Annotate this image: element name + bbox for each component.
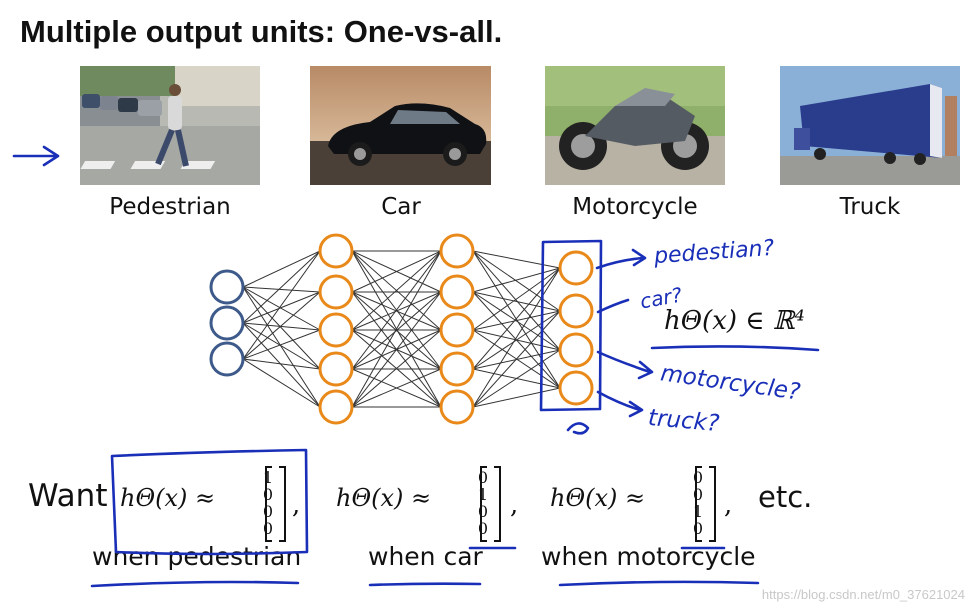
hidden-unit	[439, 274, 475, 310]
watermark: https://blog.csdn.net/m0_37621024	[761, 587, 965, 602]
hidden-unit	[439, 312, 475, 348]
network-edge	[242, 358, 321, 370]
vector-motorcycle: 0 0 1 0	[680, 466, 716, 542]
network-edge	[472, 267, 561, 370]
network-edge	[351, 329, 442, 408]
output-unit	[558, 332, 594, 368]
hidden-unit	[318, 312, 354, 348]
network-edge	[351, 250, 442, 408]
truck-photo	[780, 66, 960, 185]
hidden-unit	[439, 233, 475, 269]
network-edge	[242, 286, 321, 408]
network-edge	[472, 387, 561, 408]
network-edge	[242, 322, 321, 370]
vec2-v3: 0	[477, 519, 489, 538]
input-unit	[209, 305, 245, 341]
hidden-unit	[318, 233, 354, 269]
network-edge	[351, 250, 442, 331]
network-edge	[242, 291, 321, 360]
hyp-1: hΘ(x) ≈	[120, 484, 216, 512]
vec2-v1: 1	[477, 485, 489, 504]
when-motorcycle: when motorcycle	[541, 542, 756, 571]
network-edge	[242, 291, 321, 324]
network-edge	[351, 250, 442, 293]
vec3-v1: 0	[692, 485, 704, 504]
network-edge	[351, 250, 442, 370]
output-unit	[558, 250, 594, 286]
caption-pedestrian: Pedestrian	[109, 194, 231, 220]
network-edge	[242, 286, 321, 293]
hidden-unit	[318, 274, 354, 310]
comma-1: ,	[292, 490, 301, 520]
hidden-unit	[439, 389, 475, 425]
network-edge	[351, 368, 442, 408]
output-unit	[558, 293, 594, 329]
etc-label: etc.	[758, 480, 813, 514]
input-unit	[209, 341, 245, 377]
network-edge	[242, 358, 321, 408]
vec2-v2: 0	[477, 502, 489, 521]
comma-3: ,	[724, 490, 733, 520]
network-edge	[242, 250, 321, 324]
vec3-v2: 1	[692, 502, 704, 521]
output-unit	[558, 370, 594, 406]
hidden-unit	[318, 351, 354, 387]
hidden-unit	[439, 351, 475, 387]
slide-title: Multiple output units: One-vs-all.	[20, 14, 503, 49]
network-edge	[242, 250, 321, 360]
want-label: Want	[28, 478, 108, 514]
hyp-2: hΘ(x) ≈	[336, 484, 432, 512]
motorcycle-photo	[545, 66, 725, 185]
when-pedestrian: when pedestrian	[92, 542, 302, 571]
vector-car: 0 1 0 0	[465, 466, 501, 542]
network-edge	[242, 322, 321, 331]
hidden-unit	[318, 389, 354, 425]
network-edge	[242, 286, 321, 370]
caption-car: Car	[381, 194, 421, 220]
caption-truck: Truck	[839, 194, 901, 220]
network-edge	[351, 291, 442, 331]
network-edge	[242, 286, 321, 331]
caption-motorcycle: Motorcycle	[572, 194, 698, 220]
network-edge	[351, 291, 442, 408]
network-edge	[242, 322, 321, 408]
when-car: when car	[368, 542, 483, 571]
input-unit	[209, 269, 245, 305]
vector-pedestrian: 1 0 0 0	[250, 466, 286, 542]
vec2-v0: 0	[477, 468, 489, 487]
network-edge	[242, 250, 321, 288]
pedestrian-photo	[80, 66, 260, 185]
hypothesis-range: hΘ(x) ∈ ℝ⁴	[664, 306, 805, 336]
network-edge	[351, 291, 442, 370]
network-edge	[242, 329, 321, 360]
comma-2: ,	[510, 490, 519, 520]
network-edges	[242, 250, 561, 408]
car-photo	[310, 66, 491, 185]
vec3-v3: 0	[692, 519, 704, 538]
vec3-v0: 0	[692, 468, 704, 487]
hyp-3: hΘ(x) ≈	[550, 484, 646, 512]
